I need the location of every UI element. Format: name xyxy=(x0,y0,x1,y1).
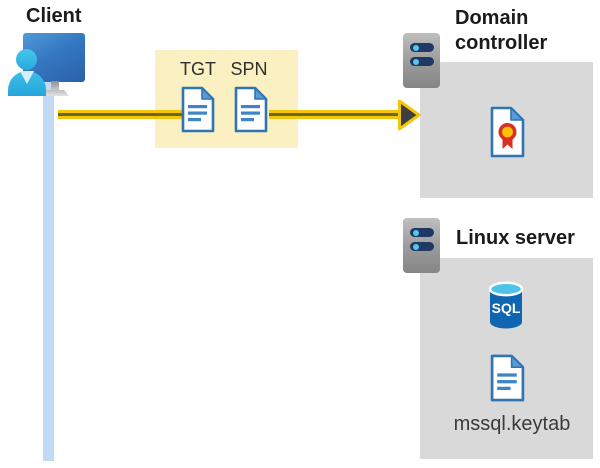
monitor-stand-base xyxy=(42,90,69,96)
client-label: Client xyxy=(26,5,82,27)
arrow-line-left-segment xyxy=(58,110,186,119)
domain-controller-label-line1: Domain xyxy=(455,7,529,29)
spn-label: SPN xyxy=(230,59,268,79)
certificate-icon xyxy=(490,106,525,158)
ticket-box xyxy=(155,50,298,148)
domain-controller-server-icon xyxy=(403,33,440,88)
domain-controller-label: Domain controller xyxy=(455,6,547,56)
server-slot-icon xyxy=(410,228,434,237)
server-slot-icon xyxy=(410,57,434,66)
monitor-stand-neck xyxy=(51,81,59,91)
server-slot-icon xyxy=(410,242,434,251)
user-collar-icon xyxy=(20,71,34,84)
linux-server-label: Linux server xyxy=(456,227,575,249)
tgt-document-icon xyxy=(181,86,215,133)
user-icon xyxy=(16,49,37,70)
sql-text: SQL xyxy=(492,300,521,316)
arrow-line-right-segment xyxy=(269,110,402,119)
linux-server-icon xyxy=(403,218,440,273)
spn-document-icon xyxy=(234,86,268,133)
server-slot-icon xyxy=(410,43,434,52)
keytab-document-icon xyxy=(490,354,525,402)
domain-controller-label-line2: controller xyxy=(455,32,548,54)
arrowhead-icon xyxy=(398,99,421,131)
tgt-label: TGT xyxy=(180,59,216,79)
keytab-filename-label: mssql.keytab xyxy=(453,413,571,435)
database-sql-icon: SQL xyxy=(488,281,524,329)
client-connection-line xyxy=(43,76,54,461)
